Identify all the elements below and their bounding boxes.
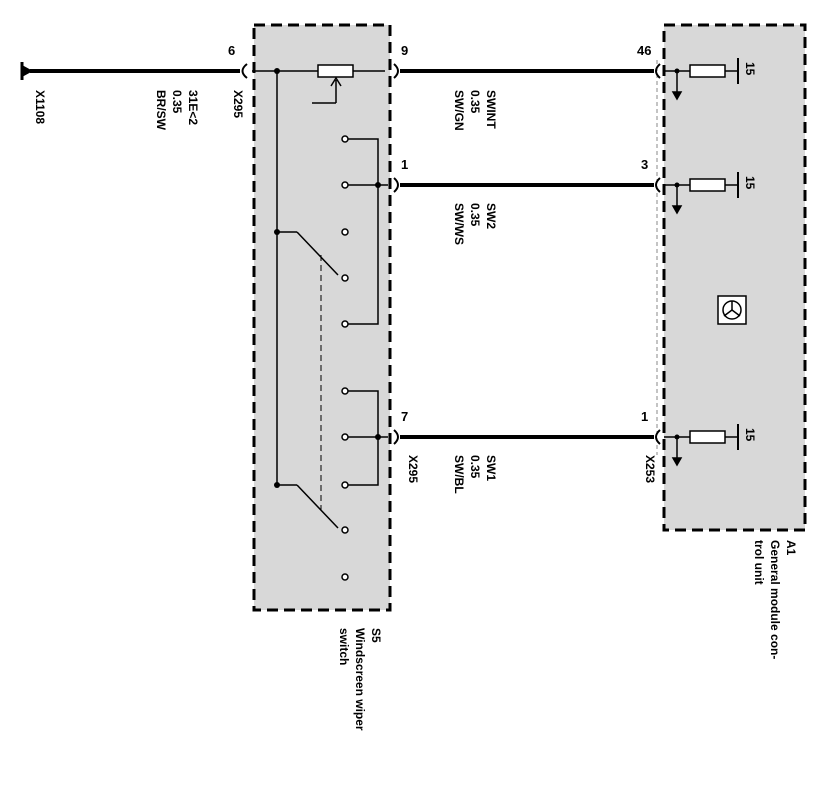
left-wire-color: BR/SW [154, 90, 168, 131]
s5-switch-box [252, 23, 392, 612]
s5-name-line-1: Windscreen wiper [353, 628, 367, 731]
s5-connector-right: X295 [406, 455, 420, 483]
junction-dot [674, 182, 680, 188]
a1-connector-left: X253 [643, 455, 657, 483]
junction-dot [674, 434, 680, 440]
potentiometer [317, 64, 354, 78]
terminal-label: 15 [743, 62, 757, 76]
junction-dot [375, 434, 381, 440]
wire-size: 0.35 [468, 90, 482, 114]
ground-connector-label: X1108 [33, 90, 47, 124]
wire-swint [393, 63, 661, 79]
wire-color: SW/BL [452, 455, 466, 494]
wire-name: SW2 [484, 203, 498, 229]
pin-label: 3 [641, 157, 648, 172]
wire-size: 0.35 [468, 455, 482, 479]
contact-bridge-upper [348, 138, 388, 325]
wire-color: SW/WS [452, 203, 466, 245]
ground-symbol [20, 62, 33, 80]
pin-label: 1 [401, 157, 408, 172]
pin-label: 7 [401, 409, 408, 424]
wire-name: SW1 [484, 455, 498, 481]
s5-connector-left: X295 [231, 90, 245, 118]
s5-name-line-2: switch [337, 628, 351, 665]
switch-lever [296, 231, 339, 276]
terminal-label: 15 [743, 428, 757, 442]
pin-label: 6 [228, 43, 235, 58]
left-wire-label: 31E<2 [186, 90, 200, 125]
connector-x295-pin6 [241, 63, 248, 79]
wire-color: SW/GN [452, 90, 466, 131]
junction-dot [674, 68, 680, 74]
wire-name: SWINT [484, 90, 498, 129]
s5-component-id: S5 [369, 628, 383, 643]
pin-label: 46 [637, 43, 651, 58]
a1-input-circuit [664, 172, 739, 215]
wire-sw2 [393, 177, 661, 193]
left-wire-size: 0.35 [170, 90, 184, 114]
control-unit-icon [717, 295, 747, 325]
pin-label: 9 [401, 43, 408, 58]
a1-input-circuit [664, 424, 739, 467]
a1-component-id: A1 [784, 540, 798, 556]
switch-lever [296, 484, 339, 529]
wire-sw1 [393, 429, 661, 445]
a1-control-unit-box [662, 23, 807, 532]
terminal-label: 15 [743, 176, 757, 190]
pin-label: 1 [641, 409, 648, 424]
potentiometer-wiper [312, 76, 342, 104]
wire-size: 0.35 [468, 203, 482, 227]
a1-name-line-2: trol unit [752, 540, 766, 585]
junction-dot [375, 182, 381, 188]
a1-name-line-1: General module con- [768, 540, 782, 659]
